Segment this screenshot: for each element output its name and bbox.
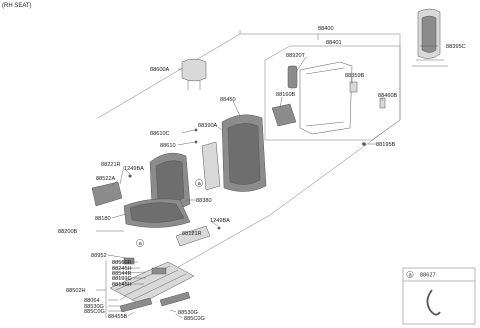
- label-88610C: 88610C: [150, 131, 170, 137]
- label-88460B: 88460B: [378, 93, 398, 99]
- label-88400: 88400: [318, 26, 334, 32]
- label-88627: 88627: [420, 273, 436, 279]
- label-885C0G: 885C0G: [84, 309, 105, 315]
- seat-cushion-part: [123, 198, 191, 228]
- label-88560R: 88560R: [112, 260, 132, 266]
- seat-track-part: [109, 257, 195, 313]
- label-88359B: 88359B: [345, 73, 365, 79]
- side-cover-part: [91, 174, 132, 207]
- label-88390A: 88390A: [198, 123, 218, 129]
- back-frame-part: [271, 61, 386, 135]
- back-frame-outline: [264, 45, 401, 141]
- label-88380: 88380: [196, 198, 212, 204]
- seatback-cushion-part: [221, 114, 267, 192]
- label-88530G-2: 88530G: [178, 310, 198, 316]
- bolt-part: [362, 142, 366, 146]
- part-labels: 88400 88401 88395C 88600A 88920T 88359B …: [58, 26, 466, 322]
- label-88920T: 88920T: [286, 53, 306, 59]
- svg-text:a: a: [198, 181, 202, 187]
- label-88401: 88401: [326, 40, 342, 46]
- label-88530G: 88530G: [84, 304, 104, 310]
- label-88191C: 88191C: [112, 276, 132, 282]
- inset-box: a 88627: [402, 267, 476, 325]
- leader-lines: [96, 45, 438, 319]
- label-1249BA-2: 1249BA: [210, 218, 230, 224]
- label-88121R: 88121R: [182, 231, 202, 237]
- svg-text:a: a: [139, 241, 143, 247]
- callout-a-2: a: [136, 239, 144, 247]
- headrest-part: [181, 58, 207, 90]
- label-885C0G-2: 885C0G: [184, 316, 205, 322]
- label-88064: 88064: [84, 298, 100, 304]
- svg-text:a: a: [409, 273, 413, 279]
- label-88160B: 88160B: [276, 92, 296, 98]
- label-88502H: 88502H: [66, 288, 86, 294]
- label-88180: 88180: [95, 216, 111, 222]
- label-88450: 88450: [220, 97, 236, 103]
- label-88200B: 88200B: [58, 229, 78, 235]
- label-88195B: 88195B: [376, 142, 396, 148]
- label-88952: 88952: [91, 253, 107, 259]
- label-88245H: 88245H: [112, 266, 132, 272]
- callout-a-1: a: [195, 179, 203, 187]
- label-88145H: 88145H: [112, 282, 132, 288]
- label-1249BA-1: 1249BA: [124, 166, 144, 172]
- diagram-title: (RH SEAT): [2, 3, 32, 9]
- label-88395C: 88395C: [446, 44, 466, 50]
- label-88610: 88610: [160, 143, 176, 149]
- label-88221R: 88221R: [101, 162, 121, 168]
- seatback-cover-part: [412, 8, 448, 67]
- label-88455B: 88455B: [108, 314, 128, 320]
- side-shield-part: [175, 225, 221, 247]
- label-88522A: 88522A: [96, 176, 116, 182]
- label-88544R: 88544R: [112, 271, 132, 277]
- label-88600A: 88600A: [150, 67, 170, 73]
